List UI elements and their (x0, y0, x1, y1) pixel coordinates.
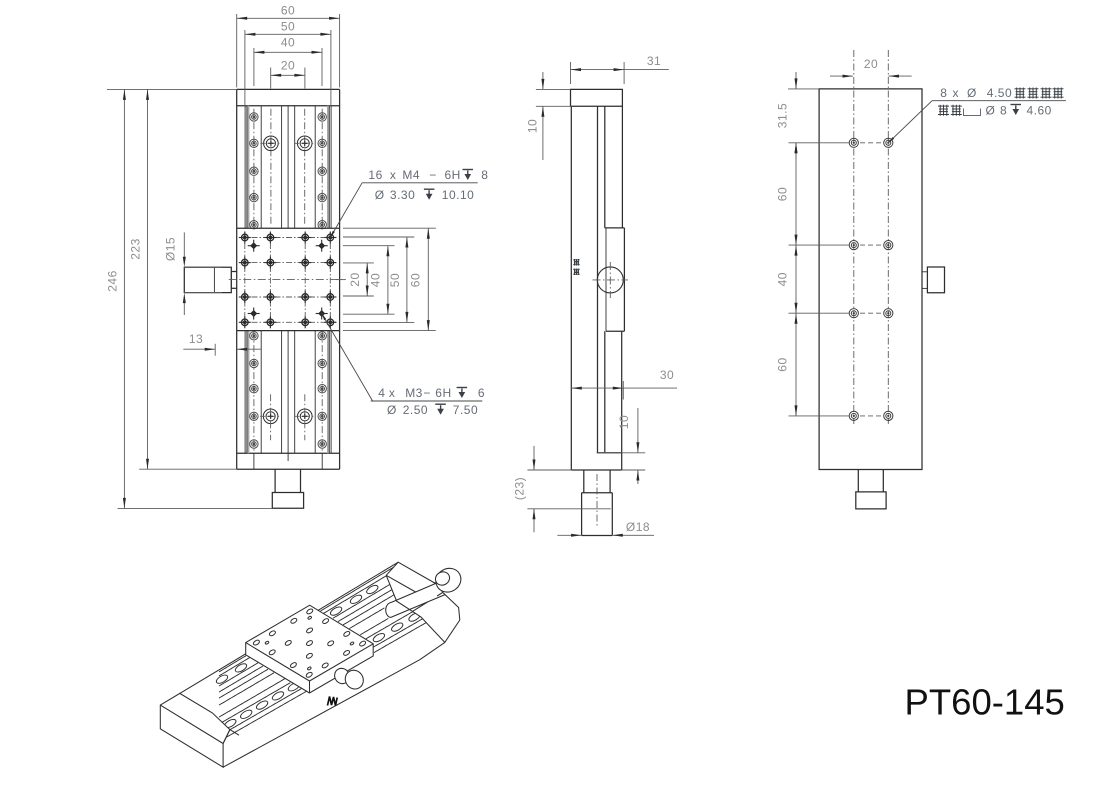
svg-text:20: 20 (348, 272, 362, 286)
svg-text:31: 31 (647, 54, 661, 68)
svg-text:16: 16 (368, 168, 382, 182)
svg-text:20: 20 (864, 57, 878, 71)
svg-text:−: − (423, 386, 431, 400)
svg-text:4.50: 4.50 (987, 86, 1012, 100)
svg-text:10.10: 10.10 (442, 188, 475, 202)
svg-text:x: x (953, 86, 960, 100)
svg-text:60: 60 (409, 273, 423, 287)
svg-text:10: 10 (525, 119, 539, 133)
svg-text:50: 50 (388, 273, 402, 287)
svg-text:60: 60 (775, 357, 789, 371)
svg-text:20: 20 (281, 59, 295, 73)
svg-text:50: 50 (281, 20, 295, 34)
svg-text:8: 8 (1000, 104, 1007, 118)
svg-text:(23): (23) (513, 477, 527, 500)
svg-text:M4: M4 (402, 168, 420, 182)
svg-text:223: 223 (129, 238, 143, 260)
svg-text:M3: M3 (405, 386, 423, 400)
svg-text:13: 13 (189, 332, 203, 346)
svg-text:PT60-145: PT60-145 (905, 682, 1065, 723)
svg-text:246: 246 (106, 270, 120, 292)
svg-text:4: 4 (378, 386, 385, 400)
svg-text:Ø: Ø (387, 403, 397, 417)
svg-text:8: 8 (481, 168, 488, 182)
svg-text:6H: 6H (435, 386, 451, 400)
svg-text:40: 40 (369, 273, 383, 287)
svg-text:60: 60 (281, 4, 295, 18)
svg-text:Ø: Ø (375, 188, 385, 202)
svg-text:x: x (389, 386, 396, 400)
svg-text:40: 40 (775, 272, 789, 286)
svg-text:Ø18: Ø18 (626, 520, 650, 534)
svg-text:60: 60 (775, 187, 789, 201)
svg-text:40: 40 (281, 36, 295, 50)
svg-text:8: 8 (940, 86, 947, 100)
svg-text:6: 6 (478, 386, 485, 400)
svg-text:Ø: Ø (986, 104, 996, 118)
svg-text:4.60: 4.60 (1027, 104, 1052, 118)
svg-text:6H: 6H (445, 168, 461, 182)
svg-text:2.50: 2.50 (403, 403, 428, 417)
svg-text:7.50: 7.50 (453, 403, 478, 417)
svg-text:Ø15: Ø15 (164, 237, 178, 261)
svg-text:30: 30 (660, 368, 674, 382)
svg-text:3.30: 3.30 (390, 188, 415, 202)
svg-text:x: x (390, 168, 397, 182)
svg-text:10: 10 (617, 415, 631, 429)
svg-text:31.5: 31.5 (775, 103, 789, 128)
svg-text:−: − (429, 168, 437, 182)
svg-text:Ø: Ø (967, 86, 977, 100)
